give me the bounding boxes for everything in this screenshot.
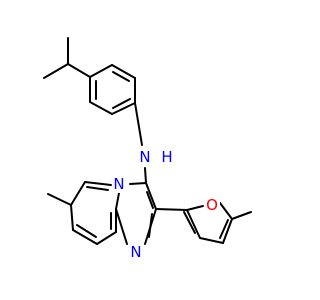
isopropyl-bond-2: [67, 63, 91, 78]
isopropyl-bond-1: [43, 63, 69, 79]
phenyl-bond-3: [111, 102, 136, 115]
imidazole-nitrogen-label: N: [130, 243, 141, 261]
atom-label-layer: N H N N O: [112, 148, 220, 261]
furan-bond-1: [186, 205, 204, 211]
amine-hydrogen-label: H: [161, 148, 172, 166]
furan-bond-3: [222, 218, 233, 244]
imidazole-bond-5: [115, 192, 120, 210]
pyridine-bond-5: [96, 231, 117, 245]
aryl-amine-bond: [134, 102, 143, 146]
amine-nitrogen-label: N: [139, 148, 150, 166]
furan-oxygen-label: O: [206, 196, 218, 214]
phenyl-double-2: [112, 98, 131, 109]
furan-double-1: [183, 211, 196, 234]
amine-hydrogen-mask: [159, 148, 173, 166]
furan-oxygen-mask: [204, 196, 220, 214]
imidazole-double-1: [146, 191, 154, 209]
furan-link-bond: [155, 208, 188, 211]
phenyl-bond-6: [89, 64, 113, 78]
furan-double-2: [219, 219, 229, 239]
structure-canvas: N H N N O: [43, 37, 252, 261]
methyl-bond-2: [231, 211, 252, 220]
imidazole-bond-1: [129, 182, 147, 185]
furan-bond-5: [186, 209, 201, 239]
imidazole-double-2: [148, 213, 153, 238]
bond-layer: [43, 37, 252, 245]
imidazole-bond-2: [145, 182, 157, 210]
phenyl-double-3: [112, 71, 130, 82]
amine-carbon-bond: [144, 167, 147, 184]
pyridine-bond-3: [70, 204, 74, 231]
pyridine-double-2: [76, 224, 97, 238]
imidazole-nitrogen-mask: [128, 243, 143, 261]
imidazole-bond-4: [115, 208, 128, 245]
phenyl-bond-2: [89, 101, 113, 115]
pyridine-bond-2: [70, 181, 86, 206]
methyl-bond-1: [47, 193, 72, 206]
phenyl-bond-5: [111, 64, 136, 79]
bridgehead-nitrogen-label: N: [113, 175, 124, 193]
molecule-drawing: N H N N O: [43, 37, 252, 261]
amine-nitrogen-mask: [137, 148, 153, 166]
pyridine-double-1: [86, 186, 109, 191]
furan-bond-2: [219, 202, 233, 220]
pyridine-bond-1: [84, 181, 112, 186]
furan-bond-4: [199, 237, 224, 244]
bridgehead-nitrogen-mask: [112, 175, 127, 193]
pyridine-bond-4: [72, 229, 98, 245]
